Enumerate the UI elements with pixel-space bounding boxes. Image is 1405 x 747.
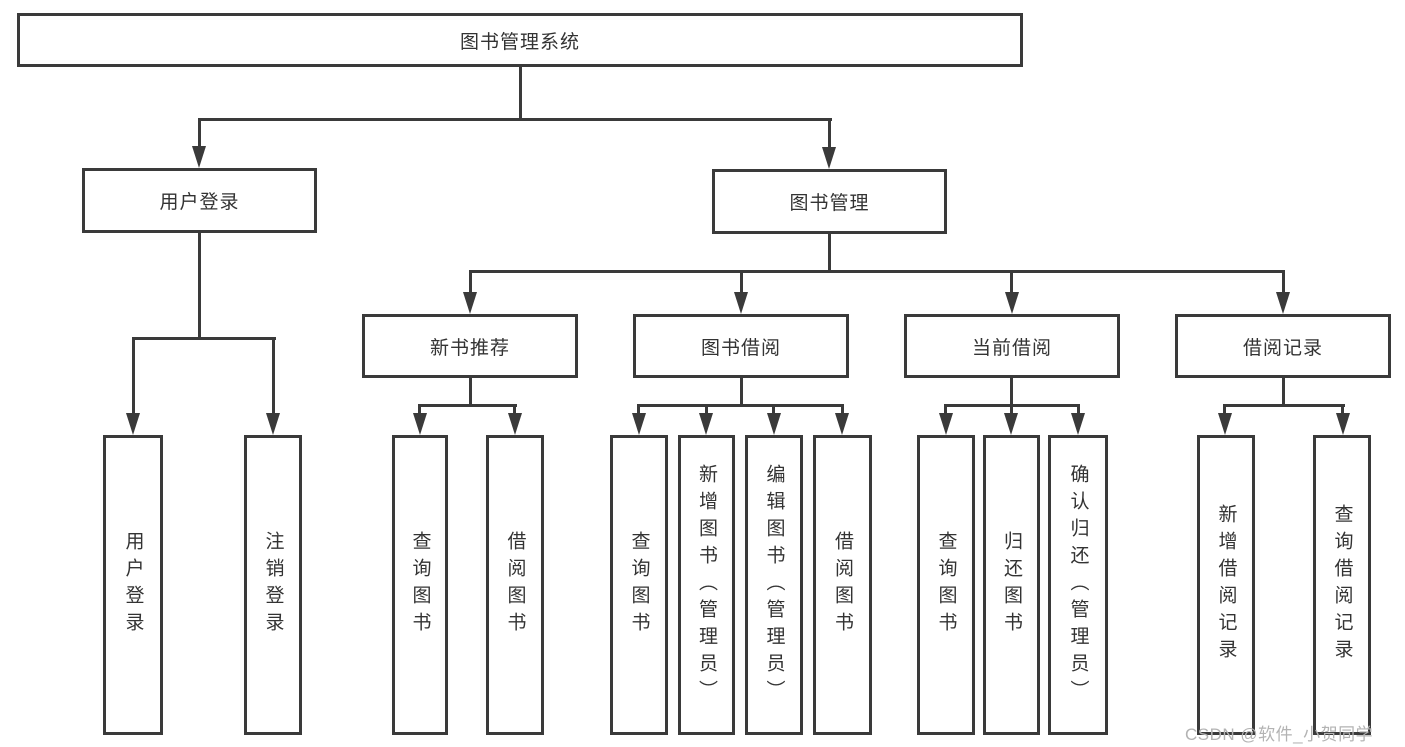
leaf-br-query-record: 查询借阅记录 <box>1313 435 1371 735</box>
arrow-down-icon <box>266 413 280 435</box>
connector-drop <box>1341 404 1344 418</box>
watermark-text: CSDN @软件_小贺同学 <box>1185 725 1374 744</box>
connector-drop-book-mgmt <box>828 118 831 150</box>
leaf-bb-edit-book-admin: 编辑图书（管理员） <box>745 435 803 735</box>
connector-borrow-records-stem <box>1282 378 1285 407</box>
connector-drop-leaf-logout <box>272 337 275 419</box>
connector-drop-user-login <box>198 118 201 150</box>
node-borrow-records-label: 借阅记录 <box>1242 337 1323 359</box>
arrow-down-icon <box>734 292 748 314</box>
node-book-management: 图书管理 <box>712 169 947 234</box>
leaf-rec-borrow-book: 借阅图书 <box>486 435 544 735</box>
node-current-borrow: 当前借阅 <box>904 314 1120 378</box>
connector-drop-current-borrow <box>1010 270 1013 296</box>
arrow-down-icon <box>508 413 522 435</box>
leaf-rec-query-book: 查询图书 <box>392 435 448 735</box>
leaf-cb-confirm-return-admin: 确认归还（管理员） <box>1048 435 1108 735</box>
leaf-rec-borrow-book-label: 借阅图书 <box>504 531 526 639</box>
arrow-down-icon <box>939 413 953 435</box>
arrow-down-icon <box>192 146 206 168</box>
connector-book-mgmt-branch <box>469 270 1285 273</box>
arrow-down-icon <box>767 413 781 435</box>
leaf-cb-query-book: 查询图书 <box>917 435 975 735</box>
connector-drop <box>418 404 421 418</box>
arrow-down-icon <box>1218 413 1232 435</box>
node-new-book-recommend-label: 新书推荐 <box>429 337 510 359</box>
arrow-down-icon <box>699 413 713 435</box>
arrow-down-icon <box>1004 413 1018 435</box>
node-current-borrow-label: 当前借阅 <box>971 337 1052 359</box>
connector-drop <box>1010 404 1013 418</box>
connector-drop <box>944 404 947 418</box>
leaf-bb-add-book-admin-label: 新增图书（管理员） <box>696 463 717 707</box>
connector-drop-borrow-records <box>1282 270 1285 296</box>
leaf-bb-query-book-label: 查询图书 <box>628 531 650 639</box>
connector-book-borrow-branch <box>637 404 844 407</box>
connector-drop <box>513 404 516 418</box>
leaf-logout: 注销登录 <box>244 435 302 735</box>
leaf-bb-borrow-book-label: 借阅图书 <box>832 531 853 639</box>
node-book-management-label: 图书管理 <box>789 193 870 214</box>
connector-drop-new-book-rec <box>469 270 472 296</box>
arrow-down-icon <box>126 413 140 435</box>
connector-drop <box>772 404 775 418</box>
leaf-br-query-record-label: 查询借阅记录 <box>1331 504 1353 666</box>
arrow-down-icon <box>413 413 427 435</box>
leaf-bb-add-book-admin: 新增图书（管理员） <box>678 435 735 735</box>
connector-user-login-branch <box>132 337 276 340</box>
arrow-down-icon <box>835 413 849 435</box>
connector-drop <box>705 404 708 418</box>
connector-root-branch <box>198 118 832 121</box>
leaf-user-login: 用户登录 <box>103 435 163 735</box>
leaf-cb-confirm-return-admin-label: 确认归还（管理员） <box>1067 463 1089 707</box>
arrow-down-icon <box>1005 292 1019 314</box>
node-book-borrow: 图书借阅 <box>633 314 849 378</box>
leaf-cb-query-book-label: 查询图书 <box>935 531 957 639</box>
arrow-down-icon <box>1276 292 1290 314</box>
connector-book-mgmt-stem <box>828 234 831 273</box>
connector-drop <box>637 404 640 418</box>
connector-drop <box>841 404 844 418</box>
arrow-down-icon <box>1071 413 1085 435</box>
arrow-down-icon <box>463 292 477 314</box>
node-root-label: 图书管理系统 <box>459 31 580 53</box>
connector-user-login-stem <box>198 233 201 339</box>
connector-new-book-rec-branch <box>418 404 517 407</box>
arrow-down-icon <box>632 413 646 435</box>
connector-drop-book-borrow <box>740 270 743 296</box>
leaf-br-add-record: 新增借阅记录 <box>1197 435 1255 735</box>
connector-new-book-rec-stem <box>469 378 472 407</box>
leaf-user-login-label: 用户登录 <box>122 531 144 639</box>
node-root: 图书管理系统 <box>17 13 1023 67</box>
leaf-cb-return-book: 归还图书 <box>983 435 1040 735</box>
connector-borrow-records-branch <box>1223 404 1345 407</box>
leaf-logout-label: 注销登录 <box>262 531 284 639</box>
connector-current-borrow-stem <box>1010 378 1013 407</box>
connector-root-stem <box>519 66 522 120</box>
node-new-book-recommend: 新书推荐 <box>362 314 578 378</box>
leaf-rec-query-book-label: 查询图书 <box>409 531 431 639</box>
node-borrow-records: 借阅记录 <box>1175 314 1391 378</box>
connector-drop <box>1223 404 1226 418</box>
node-user-login: 用户登录 <box>82 168 317 233</box>
arrow-down-icon <box>822 147 836 169</box>
leaf-bb-edit-book-admin-label: 编辑图书（管理员） <box>763 463 785 707</box>
node-user-login-label: 用户登录 <box>159 192 240 213</box>
node-book-borrow-label: 图书借阅 <box>700 337 781 359</box>
leaf-br-add-record-label: 新增借阅记录 <box>1215 504 1237 666</box>
leaf-bb-borrow-book: 借阅图书 <box>813 435 872 735</box>
leaf-cb-return-book-label: 归还图书 <box>1001 531 1022 639</box>
connector-book-borrow-stem <box>740 378 743 407</box>
leaf-bb-query-book: 查询图书 <box>610 435 668 735</box>
connector-drop-leaf-user-login <box>132 337 135 419</box>
connector-drop <box>1077 404 1080 418</box>
arrow-down-icon <box>1336 413 1350 435</box>
